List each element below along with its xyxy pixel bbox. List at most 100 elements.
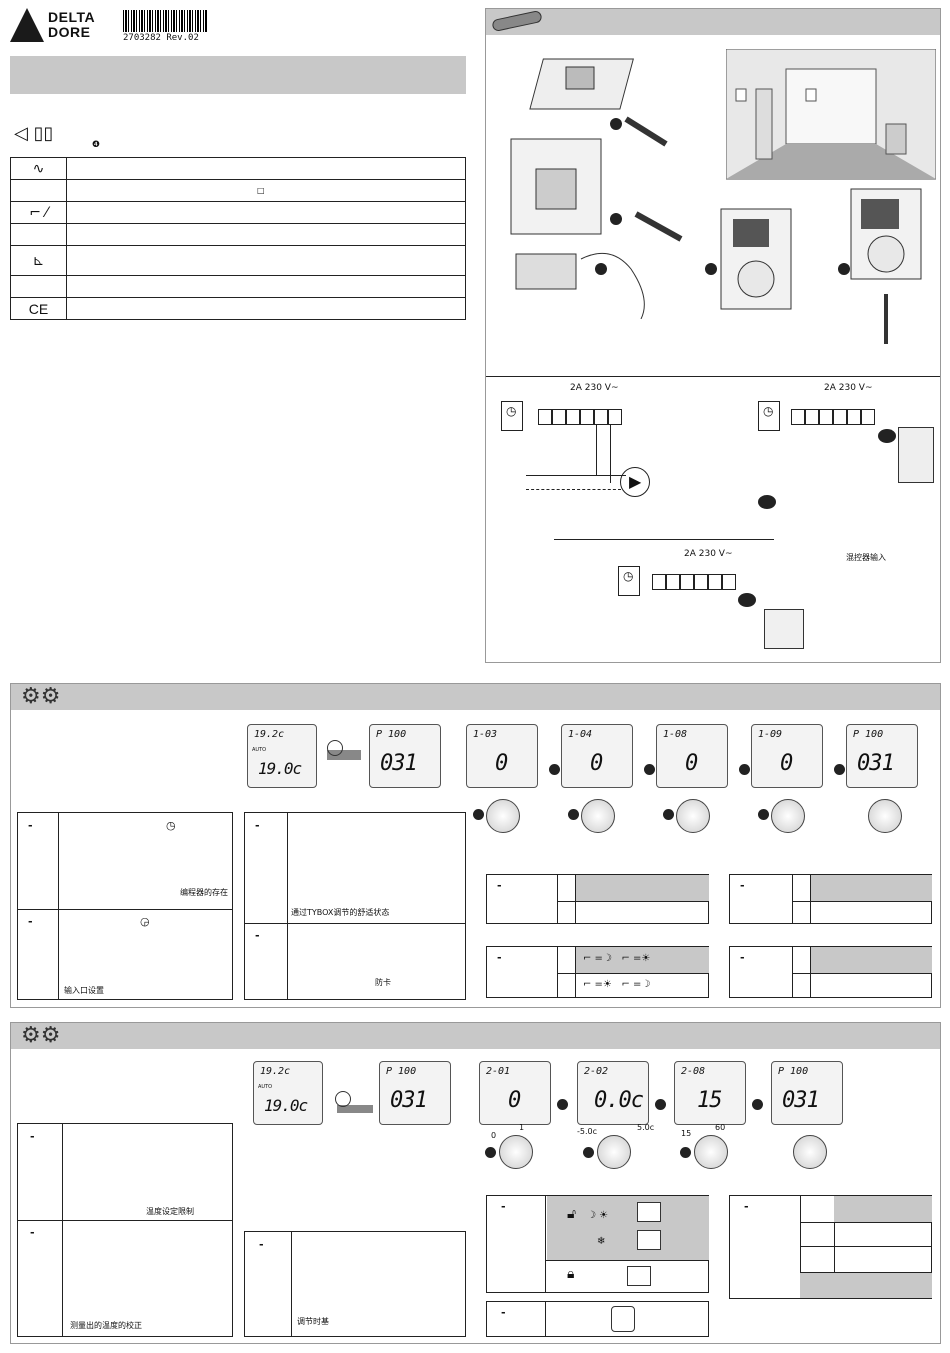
marker-dot xyxy=(752,1099,763,1110)
knob-label: -5.0c xyxy=(577,1127,598,1136)
clock-module: ◷ xyxy=(758,401,780,431)
contact-moon-icon: ⌐ =☽ ⌐ =☀ xyxy=(583,953,651,964)
note: 测量出的温度的校正 xyxy=(70,1321,142,1330)
thermostat-icon xyxy=(637,1230,661,1250)
clock-icon: ◷ xyxy=(506,404,517,418)
divider xyxy=(554,539,774,540)
fan-icon xyxy=(764,609,804,649)
spec-row xyxy=(10,275,466,298)
terminal xyxy=(666,574,680,590)
lcd-bottom: 19.0c xyxy=(258,759,302,778)
arrow-icon xyxy=(337,1105,373,1113)
note: 输入口设置 xyxy=(64,986,104,995)
section-marker: ❹ xyxy=(92,140,101,150)
knob-label: 5.0c xyxy=(637,1123,655,1132)
note: 调节时基 xyxy=(297,1317,329,1326)
lock-icon: 🔒︎ xyxy=(567,1266,575,1282)
spec-row: ∿ xyxy=(10,157,466,180)
arrow-icon xyxy=(327,750,361,760)
contact-sun-icon: ⌐ =☀ ⌐ =☽ xyxy=(583,979,651,990)
param-box-left: - 温度设定限制 - 测量出的温度的校正 xyxy=(17,1123,233,1337)
barcode xyxy=(123,10,207,32)
knob-label: 0 xyxy=(491,1131,497,1140)
mini-table: - ⌐ =☽ ⌐ =☀ ⌐ =☀ ⌐ =☽ xyxy=(486,946,709,998)
title-bar xyxy=(10,56,466,94)
marker-dot xyxy=(663,809,674,820)
terminal xyxy=(580,409,594,425)
marker-dot xyxy=(758,809,769,820)
terminal xyxy=(791,409,805,425)
terminal xyxy=(861,409,875,425)
marker-dot xyxy=(644,764,655,775)
wire-dashed xyxy=(526,489,621,490)
spec-square: □ xyxy=(66,179,466,202)
knob xyxy=(486,799,520,833)
screwdriver-icon xyxy=(491,9,543,33)
knob xyxy=(581,799,615,833)
lcd-main: 19.2c AUTO 19.0c xyxy=(247,724,317,788)
boiler-icon xyxy=(898,427,934,483)
moon-sun-icon: ☽ ☀ xyxy=(587,1210,609,1221)
terminal xyxy=(694,574,708,590)
marker-dot xyxy=(758,495,776,509)
terminal xyxy=(608,409,622,425)
opening-illustration xyxy=(510,58,683,319)
pump-icon: ▶ xyxy=(620,467,650,497)
ce-mark-icon: CE xyxy=(10,297,67,320)
clock-icon: ◷ xyxy=(623,569,634,583)
mini-table: - xyxy=(486,874,709,924)
knob xyxy=(499,1135,533,1169)
marker-dot xyxy=(878,429,896,443)
terminal xyxy=(552,409,566,425)
home-temp-icon xyxy=(611,1306,635,1332)
clock-icon xyxy=(327,740,343,756)
note: 防卡 xyxy=(375,978,391,987)
spec-row: ⌐ ⁄ xyxy=(10,201,466,224)
terminal xyxy=(708,574,722,590)
terminal xyxy=(566,409,580,425)
clock-icon xyxy=(335,1091,351,1107)
marker-dot xyxy=(680,1147,691,1158)
terminal xyxy=(819,409,833,425)
knob-label: 60 xyxy=(715,1123,726,1132)
mini-table: - xyxy=(729,874,932,924)
terminal xyxy=(538,409,552,425)
thermostat-front-illustration xyxy=(838,188,922,344)
marker-dot xyxy=(583,1147,594,1158)
clock-icon: ◷ xyxy=(763,404,774,418)
param-box-left: - ◷ 编程器的存在 - ◶ 输入口设置 xyxy=(17,812,233,1000)
installation-header xyxy=(486,9,940,35)
lcd-mode: AUTO xyxy=(252,747,267,753)
spec-row: CE xyxy=(10,297,466,320)
mixer-input-label: 混控器输入 xyxy=(846,553,886,562)
marker-dot xyxy=(549,764,560,775)
terminal xyxy=(805,409,819,425)
logo-triangle-icon xyxy=(10,8,44,42)
knob-label: 15 xyxy=(681,1129,692,1138)
terminal xyxy=(594,409,608,425)
note: 温度设定限制 xyxy=(146,1207,194,1216)
temperature-axis-icon: ⊾ xyxy=(10,245,67,276)
marker-dot xyxy=(739,764,750,775)
spec-row: □ xyxy=(10,179,466,202)
knob xyxy=(597,1135,631,1169)
thermostat-side-illustration xyxy=(705,208,792,310)
knob xyxy=(694,1135,728,1169)
marker-dot xyxy=(485,1147,496,1158)
marker-dot xyxy=(473,809,484,820)
terminal xyxy=(847,409,861,425)
note: 通过TYBOX调节的舒适状态 xyxy=(291,908,390,917)
rating-label-c: 2A 230 V~ xyxy=(684,549,733,559)
wire xyxy=(526,475,626,476)
gear-icon: ⚙⚙ xyxy=(21,1023,61,1048)
gear-icon: ⚙⚙ xyxy=(21,684,61,709)
book-icon: ◁ ▯▯ xyxy=(14,123,54,144)
